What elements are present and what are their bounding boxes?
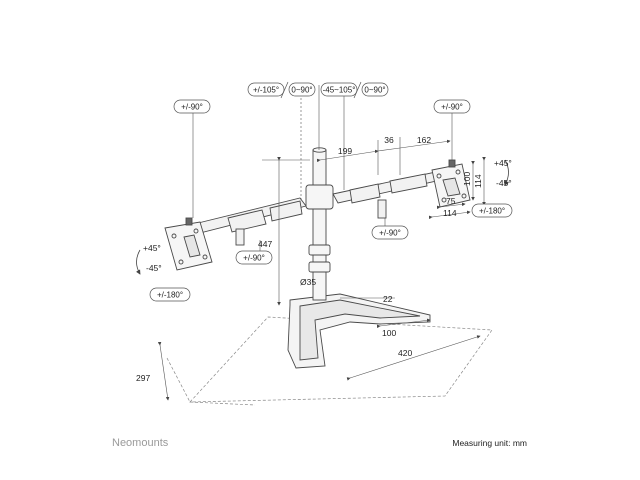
right-plus45: +45°: [494, 158, 512, 168]
pill-left-tilt: +/-90°: [181, 103, 203, 112]
left-vesa-plate: [164, 217, 213, 271]
right-vesa-plate: [431, 159, 471, 208]
dim-114-v: 114: [473, 174, 483, 188]
pill-slashes: [280, 81, 362, 99]
stand-pole: [305, 147, 334, 301]
right-minus45: -45°: [496, 178, 512, 188]
left-plus45: +45°: [143, 243, 161, 253]
dim-36: 36: [384, 135, 394, 145]
pill-right-tilt: +/-90°: [441, 103, 463, 112]
pill-top-0-90-a: 0~90°: [291, 86, 312, 95]
pill-right-swivel: +/-180°: [479, 207, 505, 216]
pill-left-swivel: +/-180°: [157, 291, 183, 300]
angle-pills: [149, 82, 513, 302]
rotation-arcs: [135, 159, 510, 275]
dim-199: 199: [338, 146, 352, 156]
brand-logo: Neomounts: [112, 437, 169, 449]
pill-top-105: +/-105°: [253, 86, 279, 95]
right-arm: [332, 169, 451, 219]
stand-base: [287, 293, 431, 369]
dim-100-base: 100: [382, 328, 396, 338]
pill-top-45-105: -45~105°: [323, 86, 356, 95]
pill-left-arm-rot: +/-90°: [243, 254, 265, 263]
left-minus45: -45°: [146, 263, 162, 273]
floor-footprint: [166, 316, 493, 406]
dim-114-h: 114: [443, 208, 457, 218]
dimension-lines: [157, 85, 486, 401]
dim-447: 447: [258, 239, 272, 249]
dim-35: Ø35: [300, 277, 316, 287]
dim-22: 22: [383, 294, 393, 304]
dim-162: 162: [417, 135, 431, 145]
pill-center-arm-rot: +/-90°: [379, 229, 401, 238]
measuring-unit: Measuring unit: mm: [452, 438, 527, 448]
pill-top-0-90-b: 0~90°: [364, 86, 385, 95]
dim-100-vesa: 100: [462, 172, 472, 186]
dim-420: 420: [398, 348, 412, 358]
dim-297: 297: [136, 373, 150, 383]
dim-75: 75: [446, 196, 456, 206]
left-arm: [189, 197, 307, 246]
